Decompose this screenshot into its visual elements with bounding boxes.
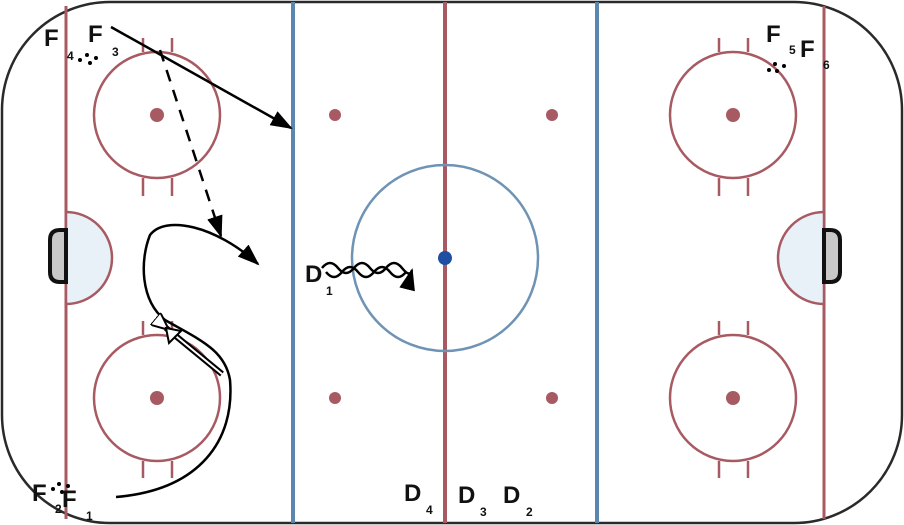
neutral-dot bbox=[329, 109, 341, 121]
player-F6: F bbox=[800, 36, 815, 63]
player-D4: D bbox=[404, 480, 422, 507]
pass-dots-F4-F3 bbox=[78, 53, 98, 65]
player-F2: F bbox=[32, 480, 47, 507]
pass-dots-F5-F6 bbox=[767, 62, 786, 73]
D1-puck-carry bbox=[321, 261, 415, 292]
left-crease bbox=[64, 210, 114, 306]
player-F5-number: 5 bbox=[789, 43, 796, 57]
skate-F3-dashed bbox=[158, 49, 223, 238]
pass-F3-to-blue-line bbox=[110, 25, 293, 130]
player-D1: D bbox=[305, 261, 323, 288]
player-F3: F bbox=[88, 21, 103, 48]
player-D3: D bbox=[458, 482, 476, 509]
left-net bbox=[48, 228, 68, 284]
center-circle bbox=[350, 163, 540, 353]
player-F1: F bbox=[62, 486, 77, 513]
player-F5: F bbox=[766, 21, 781, 48]
player-D2-number: 2 bbox=[526, 505, 533, 519]
neutral-dot bbox=[546, 109, 558, 121]
player-F6-number: 6 bbox=[823, 58, 830, 72]
player-D1-number: 1 bbox=[326, 284, 333, 298]
neutral-dot bbox=[546, 392, 558, 404]
player-D3-number: 3 bbox=[480, 505, 487, 519]
pass-dots-F2-F1 bbox=[51, 482, 70, 494]
player-F1-number: 1 bbox=[86, 509, 93, 523]
player-F4-number: 4 bbox=[67, 49, 74, 63]
neutral-dot bbox=[329, 392, 341, 404]
player-D4-number: 4 bbox=[426, 503, 433, 517]
right-net bbox=[822, 228, 842, 284]
player-F2-number: 2 bbox=[55, 502, 62, 516]
faceoff-circle-bottom-right bbox=[668, 321, 798, 478]
player-D2: D bbox=[503, 482, 521, 509]
player-F4: F bbox=[44, 25, 59, 52]
player-F3-number: 3 bbox=[112, 45, 119, 59]
center-dot bbox=[438, 251, 452, 265]
right-crease bbox=[776, 210, 826, 306]
faceoff-circle-top-right bbox=[668, 38, 798, 196]
